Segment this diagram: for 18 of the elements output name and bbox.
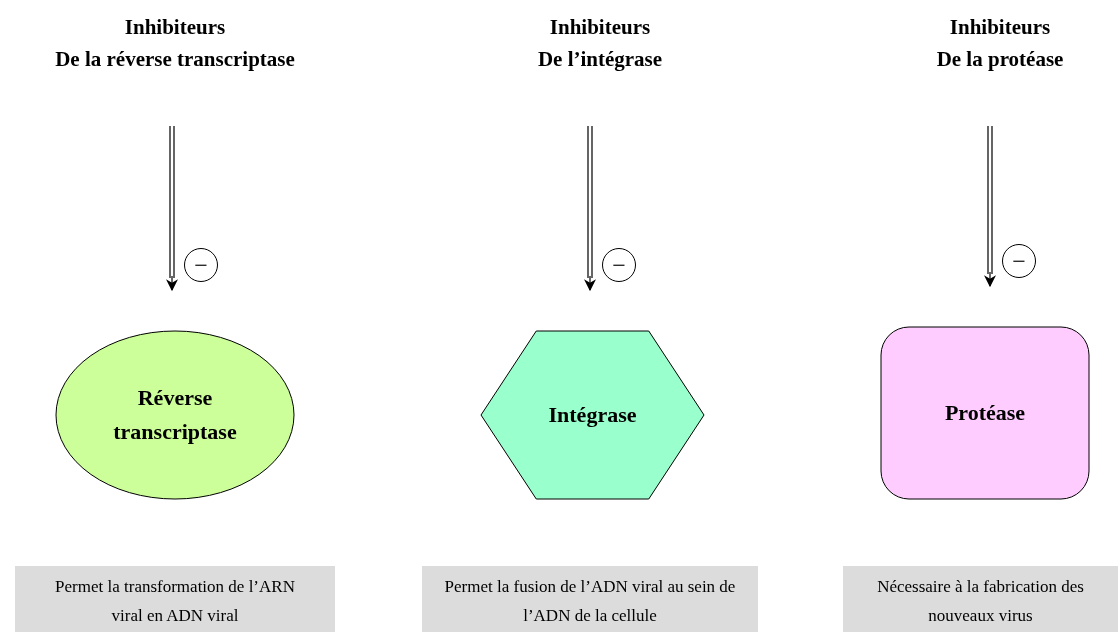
description-text: Permet la fusion de l’ADN viral au sein de l’ADN de la cellule <box>444 576 736 627</box>
note-box <box>843 566 1118 632</box>
enzyme-label: Intégrase <box>548 401 637 429</box>
enzyme-label: Protéase <box>944 399 1026 427</box>
description-text: Permet la transformation de l’ARN viral en ADN viral <box>54 576 296 627</box>
arrow <box>584 125 596 292</box>
note-box <box>15 566 335 632</box>
inhibitor-title: Inhibiteurs De l’intégrase <box>537 14 663 73</box>
arrow <box>984 125 996 288</box>
inhibition-sign: − <box>1002 244 1036 278</box>
inhibition-sign: − <box>602 248 636 282</box>
enzyme-label: Réverse transcriptase <box>112 384 238 446</box>
inhibitor-title: Inhibiteurs De la réverse transcriptase <box>55 14 295 73</box>
inhibitor-title: Inhibiteurs De la protéase <box>936 14 1064 73</box>
description-text: Nécessaire à la fabrication des nouveaux virus <box>876 576 1085 627</box>
arrow <box>166 125 178 292</box>
note-box <box>422 566 758 632</box>
inhibition-sign: − <box>184 248 218 282</box>
